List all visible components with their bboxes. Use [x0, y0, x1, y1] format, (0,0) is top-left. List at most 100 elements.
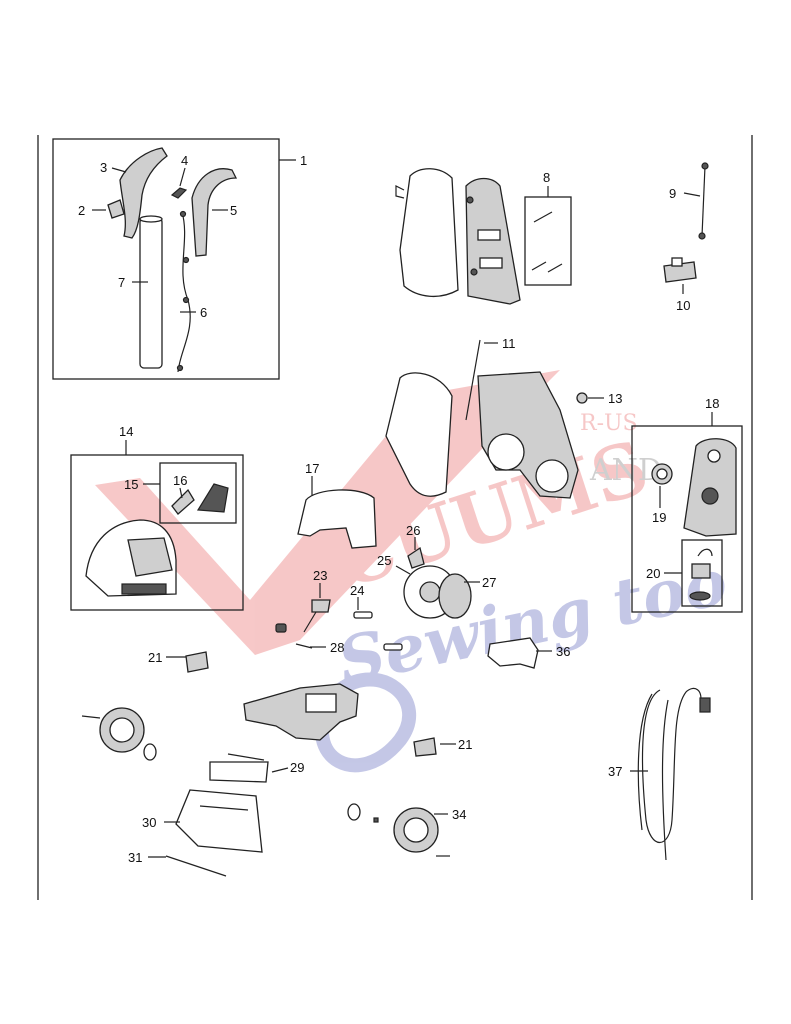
- part-4-screw: [170, 187, 188, 199]
- part-11-spring: [465, 339, 481, 421]
- callout-17: 17: [305, 461, 319, 496]
- part-2-trigger: [107, 199, 125, 219]
- part-37-power-cord: [637, 687, 711, 861]
- part-26-pump-fitting: [407, 546, 425, 569]
- callout-37: 37: [608, 764, 648, 779]
- callout-24: 24: [350, 583, 364, 610]
- svg-text:21: 21: [148, 650, 162, 665]
- part-24-pin: [353, 611, 373, 619]
- svg-text:18: 18: [705, 396, 719, 411]
- svg-text:11: 11: [502, 336, 516, 351]
- handle-group-box: [52, 138, 280, 380]
- svg-text:14: 14: [119, 424, 133, 439]
- part-small-pin: [373, 817, 379, 823]
- svg-text:8: 8: [543, 170, 550, 185]
- callout-8: 8: [543, 170, 550, 197]
- svg-text:17: 17: [305, 461, 319, 476]
- part-17-shroud: [297, 489, 377, 549]
- part-21-clip-upper: [185, 651, 209, 673]
- callout-26: 26: [406, 523, 420, 550]
- part-20-valve: [689, 548, 713, 601]
- callout-23: 23: [313, 568, 327, 598]
- part-23-valve-lever: [303, 599, 331, 633]
- callout-3: 3: [100, 160, 127, 175]
- callout-5: 5: [212, 203, 237, 218]
- svg-text:10: 10: [676, 298, 690, 313]
- callout-19: 19: [652, 486, 666, 525]
- svg-text:29: 29: [290, 760, 304, 775]
- part-16-brush-insert: [171, 488, 195, 515]
- axle-pin-left: [81, 715, 101, 719]
- svg-text:36: 36: [556, 644, 570, 659]
- svg-text:15: 15: [124, 477, 138, 492]
- watermark-swirl: [314, 672, 417, 773]
- watermark-tag2: AND: [589, 453, 662, 488]
- callout-9: 9: [669, 186, 701, 201]
- middle-frame-motor-housing: [477, 371, 579, 499]
- callout-30: 30: [142, 815, 180, 830]
- part-15-brush-pad: [196, 483, 229, 513]
- svg-text:6: 6: [200, 305, 207, 320]
- wheel-left: [99, 707, 145, 753]
- callout-18: 18: [705, 396, 719, 426]
- part-34-wheel-right: [393, 807, 439, 853]
- tank-cap-group-box: [631, 425, 743, 613]
- rear-housing: [465, 177, 521, 305]
- part-8-screws: [531, 211, 563, 273]
- svg-text:31: 31: [128, 850, 142, 865]
- callout-14: 14: [119, 424, 133, 455]
- part-13-nut: [576, 392, 588, 404]
- part-5-handle-cover: [191, 168, 238, 257]
- part-18-tank-body: [683, 438, 737, 537]
- svg-text:5: 5: [230, 203, 237, 218]
- callout-10: 10: [676, 284, 690, 313]
- part-36-bracket: [487, 637, 539, 669]
- callout-15: 15: [124, 477, 160, 492]
- part-pin-small: [383, 643, 403, 651]
- svg-text:13: 13: [608, 391, 622, 406]
- svg-text:16: 16: [173, 473, 187, 488]
- svg-text:27: 27: [482, 575, 496, 590]
- wheel-washer-right: [347, 803, 361, 821]
- callout-21a: 21: [148, 650, 186, 665]
- svg-text:20: 20: [646, 566, 660, 581]
- part-19-cap-ring: [651, 463, 673, 485]
- callout-16: 16: [173, 473, 187, 499]
- svg-text:1: 1: [300, 153, 307, 168]
- callout-1: 1: [279, 153, 307, 168]
- callout-6: 6: [180, 305, 207, 320]
- middle-front-cover: [385, 372, 453, 497]
- callout-2: 2: [78, 203, 106, 218]
- svg-text:25: 25: [377, 553, 391, 568]
- part-29-squeegee-bar: [209, 753, 269, 783]
- callout-34: 34: [434, 807, 466, 822]
- callout-4: 4: [179, 153, 188, 187]
- callout-36: 36: [536, 644, 570, 659]
- callout-28: 28: [310, 640, 344, 655]
- part-31-strip: [165, 855, 227, 877]
- callout-27: 27: [464, 575, 496, 590]
- svg-text:37: 37: [608, 764, 622, 779]
- svg-text:24: 24: [350, 583, 364, 598]
- svg-text:9: 9: [669, 186, 676, 201]
- svg-text:19: 19: [652, 510, 666, 525]
- svg-text:3: 3: [100, 160, 107, 175]
- wheel-washer-left: [143, 743, 157, 761]
- part-3-handle-grip: [119, 147, 168, 239]
- callout-31: 31: [128, 850, 166, 865]
- callout-11: 11: [484, 336, 516, 351]
- callout-29: 29: [271, 760, 304, 775]
- callout-20: 20: [646, 566, 682, 581]
- part-30-brush-housing: [175, 789, 263, 853]
- svg-text:23: 23: [313, 568, 327, 583]
- part-spring-small: [275, 623, 287, 633]
- svg-text:30: 30: [142, 815, 156, 830]
- part-28-rod: [295, 643, 313, 649]
- brush-insert-box: [159, 462, 237, 524]
- svg-text:28: 28: [330, 640, 344, 655]
- part-27-pump-motor: [438, 573, 472, 619]
- svg-text:7: 7: [118, 275, 125, 290]
- svg-text:4: 4: [181, 153, 188, 168]
- callout-21b: 21: [440, 737, 472, 752]
